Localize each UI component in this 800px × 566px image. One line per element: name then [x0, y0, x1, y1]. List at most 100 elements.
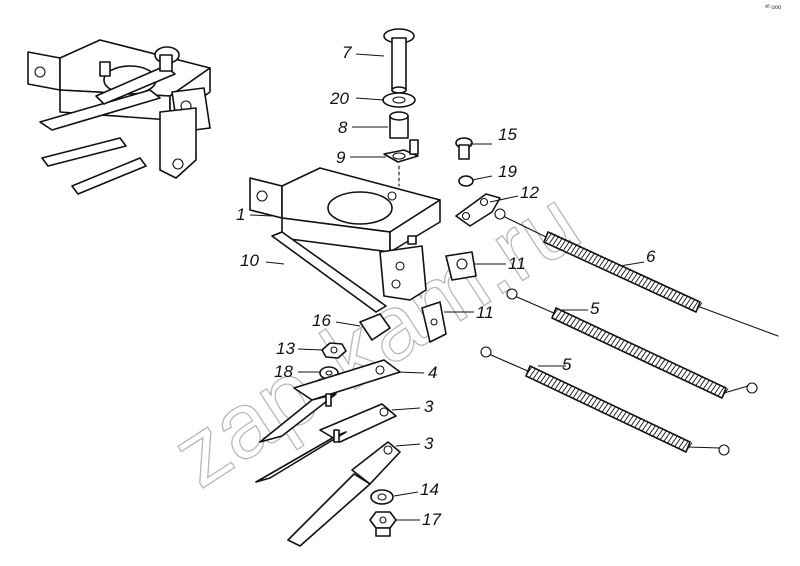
spring-coil — [563, 240, 571, 251]
spring-coil — [566, 242, 574, 252]
spring-coil — [645, 278, 653, 289]
spring-coil — [660, 430, 668, 440]
callout-labels: 7 20 8 9 15 19 12 1 6 10 11 11 5 16 13 5… — [236, 43, 656, 529]
spring-coil — [677, 293, 685, 304]
spring-coil — [621, 341, 629, 351]
spring-coil — [569, 386, 577, 397]
callout-19: 19 — [498, 162, 517, 181]
callout-20: 20 — [329, 89, 349, 108]
spring-coil — [654, 356, 662, 367]
callout-5-lower: 5 — [562, 355, 572, 374]
spring-coil — [623, 412, 631, 423]
spring-coil — [606, 260, 614, 271]
spring-coil — [717, 386, 725, 397]
spring-coil — [624, 268, 632, 279]
spring-coil — [625, 343, 633, 353]
spring-coil — [574, 245, 582, 256]
assembled-view — [27, 39, 211, 195]
spring-coil — [680, 369, 688, 379]
spring-coil — [562, 313, 570, 323]
spring-coil — [543, 374, 551, 385]
spring-coil — [609, 405, 617, 416]
spring-coil — [681, 440, 689, 451]
spring-coil — [552, 235, 560, 246]
spring-coil — [630, 416, 638, 426]
callout-15: 15 — [498, 125, 517, 144]
spring-coil — [558, 381, 566, 392]
spring-coil — [658, 358, 666, 369]
spring-coil — [667, 433, 675, 444]
spring-coil — [649, 424, 657, 435]
spring-coil — [670, 290, 678, 301]
spring-coil — [620, 411, 628, 421]
spring-coil — [678, 438, 686, 449]
spring-coil — [629, 344, 637, 355]
spring-coil — [605, 404, 613, 414]
spring-coil — [710, 383, 718, 393]
spring-coil — [647, 353, 655, 363]
spring-coil — [610, 336, 618, 346]
washer-20 — [382, 92, 416, 108]
spring-coil — [684, 297, 692, 307]
spring-coil — [634, 418, 642, 428]
spring-coil — [599, 330, 607, 341]
spring-coil — [609, 262, 617, 272]
lever-3-lower — [287, 441, 401, 547]
spring-coil — [691, 300, 699, 311]
washer-14 — [370, 489, 394, 505]
spring-coil — [721, 388, 729, 398]
spring-coil — [556, 237, 564, 247]
callout-8: 8 — [338, 118, 348, 137]
spring-coil — [549, 233, 557, 244]
spring-coil — [577, 247, 585, 257]
spring-coil — [638, 275, 646, 286]
corner-code: ᵃᴮ ooo — [765, 4, 782, 11]
callout-14: 14 — [420, 480, 439, 499]
spring-coil — [688, 298, 696, 309]
spring-coil — [663, 287, 671, 297]
callout-6: 6 — [646, 247, 656, 266]
spring-coil — [555, 309, 563, 320]
spring-coil — [599, 257, 607, 267]
spring-coil — [529, 367, 537, 378]
leader-lines — [249, 53, 645, 521]
spring-coil — [616, 265, 624, 276]
spring-coil — [641, 421, 649, 432]
spring-coil — [591, 253, 599, 264]
spring-coil — [587, 395, 595, 406]
pin-7 — [383, 28, 415, 94]
spring-coil — [577, 320, 585, 330]
spring-coil — [561, 383, 569, 394]
spring-coil — [641, 277, 649, 287]
spring-coil — [640, 349, 648, 360]
plate-10 — [271, 231, 387, 313]
spring-coil — [572, 388, 580, 399]
spring-coil — [536, 371, 544, 381]
spring-coil — [636, 348, 644, 358]
spring-coil — [656, 283, 664, 294]
spring-coil — [616, 409, 624, 419]
spring-coil — [656, 428, 664, 438]
nut-17 — [369, 511, 397, 537]
spring-coil — [601, 402, 609, 413]
spring-coil — [595, 255, 603, 266]
spring-coil — [662, 360, 670, 370]
spring-coil — [612, 407, 620, 418]
spring-coil — [532, 369, 540, 380]
spring-coil — [570, 243, 578, 254]
spring-coil — [669, 363, 677, 374]
spring-coil — [581, 322, 589, 332]
spring-coil — [598, 400, 606, 411]
spring-coil — [545, 232, 553, 242]
callout-12: 12 — [520, 183, 539, 202]
callout-16: 16 — [312, 311, 331, 330]
spring-coil — [602, 258, 610, 269]
spring-coil — [569, 316, 577, 327]
spring-coil — [547, 376, 555, 387]
spring-coil — [714, 384, 722, 395]
spring-coil — [634, 273, 642, 284]
spring-coil — [688, 372, 696, 383]
spring-5-upper — [506, 288, 758, 399]
callout-13: 13 — [276, 339, 295, 358]
